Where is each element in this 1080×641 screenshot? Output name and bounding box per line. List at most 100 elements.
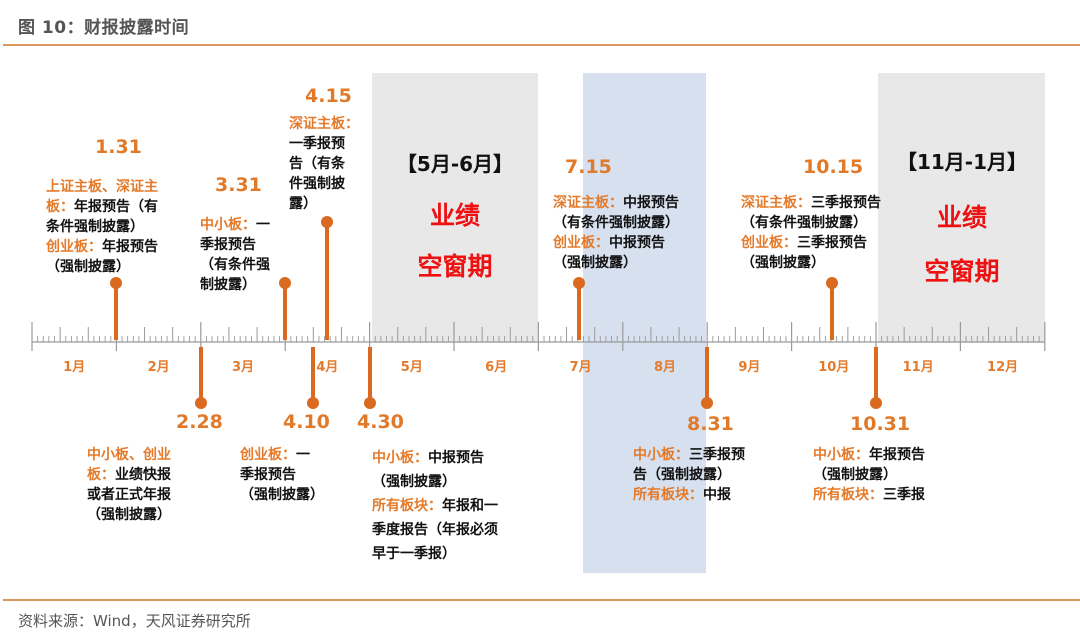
event-date-label: 4.10 (283, 411, 330, 433)
disclosure-text: 中报 (703, 487, 731, 503)
event-note-line: （有条件强 (200, 255, 270, 275)
disclosure-text: 一 (296, 447, 310, 463)
marker-dot-2.28 (194, 397, 207, 409)
marker-stem-7.15 (577, 283, 582, 340)
disclosure-text: 一季报预 (289, 136, 345, 152)
marker-stem-4.15 (325, 222, 330, 340)
marker-dot-7.15 (573, 277, 586, 289)
event-note-line: 深证主板：三季报预告 (741, 193, 881, 213)
marker-stem-8.31 (705, 347, 710, 403)
disclosure-text: 制披露） (200, 277, 256, 293)
disclosure-text: 业绩快报 (115, 467, 171, 483)
disclosure-text: 年报和一 (442, 498, 498, 514)
board-label: 所有板块： (813, 487, 883, 503)
event-note-line: （强制披露） (240, 485, 324, 505)
blackout-title-line2: 空窗期 (924, 257, 1000, 286)
marker-dot-8.31 (701, 397, 714, 409)
event-note-line: 创业板：年报预告 (46, 237, 158, 257)
disclosure-text: 中报预告 (623, 195, 679, 211)
board-label: 深证主板： (289, 116, 359, 132)
month-label-8: 8月 (653, 360, 677, 375)
month-label-5: 5月 (400, 360, 423, 375)
disclosure-text: （强制披露） (46, 259, 130, 275)
event-note-line: （强制披露） (46, 257, 158, 277)
event-note-line: 所有板块：年报和一 (372, 494, 498, 518)
marker-dot-4.30 (363, 397, 376, 409)
event-date-label: 8.31 (687, 413, 734, 435)
event-note: 创业板：一季报预告 （强制披露） (240, 445, 324, 505)
board-label: 上证主板、深证主 (46, 179, 158, 195)
event-note-line: 上证主板、深证主 (46, 177, 158, 197)
marker-stem-3.31 (283, 283, 288, 340)
event-note: 深证主板：中报预告 （有条件强制披露）创业板：中报预告 （强制披露） (553, 193, 679, 273)
marker-dot-4.10 (307, 397, 320, 409)
disclosure-text: 年报预告 (869, 447, 925, 463)
month-label-9: 9月 (738, 360, 761, 375)
event-note-line: 条件强制披露） (46, 217, 158, 237)
event-note-line: 或者正式年报 (87, 485, 171, 505)
blackout-range-label: 【5月-6月】 (396, 152, 514, 176)
event-date-label: 2.28 (176, 411, 223, 433)
disclosure-text: 年报预告 (102, 239, 158, 255)
event-note-line: 季报预告 (200, 235, 270, 255)
event-note-line: 告（强制披露） (633, 465, 745, 485)
month-label-4: 4月 (316, 360, 339, 375)
event-date-label: 10.31 (850, 413, 911, 435)
event-date-label: 1.31 (95, 136, 142, 158)
event-note-line: 件强制披 (289, 174, 359, 194)
disclosure-text: 季报预告 (200, 237, 256, 253)
board-label: 创业板： (741, 235, 797, 251)
event-note-line: 制披露） (200, 275, 270, 295)
disclosure-text: （强制披露） (553, 255, 637, 271)
event-note-line: 告（有条 (289, 154, 359, 174)
blackout-title-line2: 空窗期 (417, 252, 493, 281)
disclosure-text: 告（强制披露） (633, 467, 731, 483)
event-date-label: 3.31 (215, 174, 262, 196)
disclosure-text: 条件强制披露） (46, 219, 144, 235)
month-label-12: 12月 (987, 360, 1019, 375)
event-note-line: （有条件强制披露） (741, 213, 881, 233)
blackout-title-line1: 业绩 (936, 203, 987, 232)
marker-dot-3.31 (279, 277, 292, 289)
month-label-6: 6月 (485, 360, 508, 375)
event-note: 中小板、创业板：业绩快报或者正式年报（强制披露） (87, 445, 171, 525)
event-note-line: 中小板：三季报预 (633, 445, 745, 465)
month-label-11: 11月 (902, 360, 934, 375)
event-date-label: 4.15 (305, 85, 352, 107)
marker-dot-4.15 (321, 216, 334, 228)
marker-dot-10.15 (826, 277, 839, 289)
board-label: 深证主板： (553, 195, 623, 211)
event-note-line: （强制披露） (372, 470, 498, 494)
event-note-line: 季度报告（年报必须 (372, 518, 498, 542)
disclosure-text: （强制披露） (87, 507, 171, 523)
event-note-line: （有条件强制披露） (553, 213, 679, 233)
event-note-line: 创业板：中报预告 (553, 233, 679, 253)
disclosure-text: 季报预告 (240, 467, 296, 483)
month-label-3: 3月 (231, 360, 255, 375)
disclosure-text: 一 (256, 217, 270, 233)
board-label: 中小板： (813, 447, 869, 463)
disclosure-text: 露） (289, 196, 317, 212)
event-note-line: 所有板块：中报 (633, 485, 745, 505)
disclosure-text: 三季报预 (689, 447, 745, 463)
event-note-line: 一季报预 (289, 134, 359, 154)
disclosure-text: 三季报 (883, 487, 925, 503)
event-note-line: （强制披露） (553, 253, 679, 273)
board-label: 中小板： (372, 450, 428, 466)
band-blackout-may-jun (372, 73, 538, 343)
event-note-line: 创业板：三季报预告 (741, 233, 881, 253)
disclosure-text: 告（有条 (289, 156, 345, 172)
marker-stem-1.31 (114, 283, 119, 340)
board-label: 所有板块： (372, 498, 442, 514)
figure-title: 图 10：财报披露时间 (18, 18, 190, 38)
event-note: 深证主板：三季报预告（有条件强制披露）创业板：三季报预告（强制披露） (741, 193, 881, 273)
board-label: 板： (87, 467, 115, 483)
disclosure-text: 三季报预告 (811, 195, 881, 211)
event-note-line: 早于一季报） (372, 542, 498, 566)
event-note-line: 中小板：年报预告 (813, 445, 925, 465)
board-label: 所有板块： (633, 487, 703, 503)
event-note-line: 露） (289, 194, 359, 214)
event-note-line: 创业板：一 (240, 445, 324, 465)
event-date-label: 7.15 (565, 156, 612, 178)
